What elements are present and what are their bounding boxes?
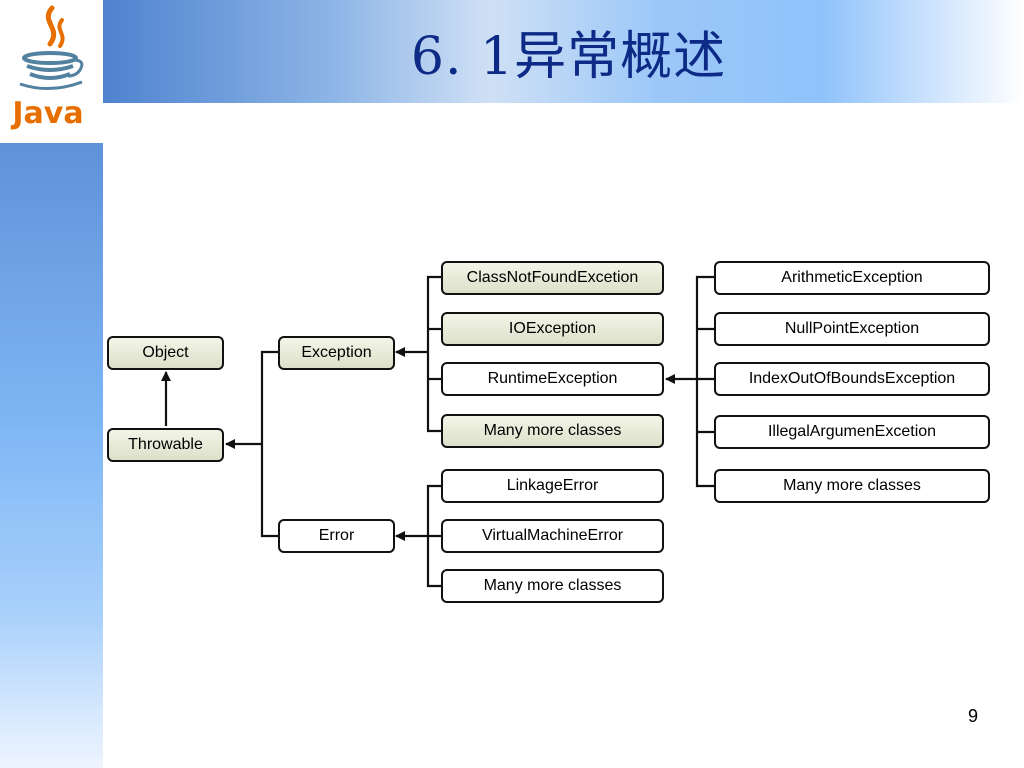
node-illegal-argument-exception: IllegalArgumenExcetion [714,415,990,449]
slide-title: 6. 1异常概述 [410,27,727,87]
node-class-not-found-exception: ClassNotFoundExcetion [441,261,664,295]
page-number: 9 [967,706,978,726]
logo-area: Java [0,0,103,143]
node-error-many-more: Many more classes [441,569,664,603]
node-index-out-of-bounds-exception: IndexOutOfBoundsException [714,362,990,396]
node-null-point-exception: NullPointException [714,312,990,346]
node-throwable: Throwable [107,428,224,462]
title-band: 6. 1异常概述 [103,0,1024,103]
node-arithmetic-exception: ArithmeticException [714,261,990,295]
node-exception-many-more: Many more classes [441,414,664,448]
java-coffee-cup-icon [19,5,84,91]
node-runtime-exception: RuntimeException [441,362,664,396]
node-virtual-machine-error: VirtualMachineError [441,519,664,553]
node-exception: Exception [278,336,395,370]
left-decorative-bar [0,143,103,768]
java-logo-text: Java [12,96,84,131]
node-io-exception: IOException [441,312,664,346]
node-error: Error [278,519,395,553]
node-runtime-many-more: Many more classes [714,469,990,503]
node-linkage-error: LinkageError [441,469,664,503]
node-object: Object [107,336,224,370]
